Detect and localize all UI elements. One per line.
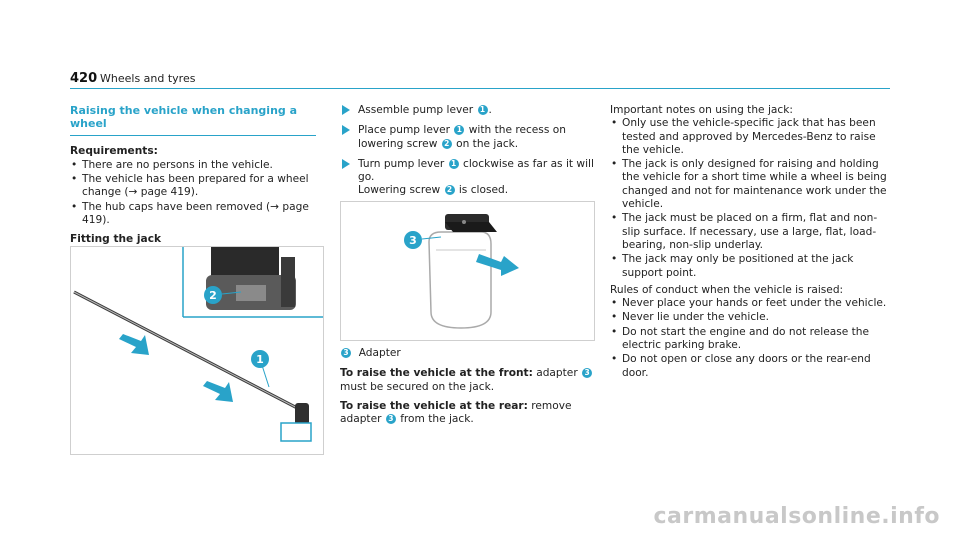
column-middle: Assemble pump lever 1. Place pump lever … [340, 104, 595, 198]
list-item: Never place your hands or feet under the… [610, 297, 890, 311]
requirements-label: Requirements: [70, 144, 158, 157]
step-arrow-icon [342, 105, 350, 115]
list-item: Do not start the engine and do not relea… [610, 326, 890, 353]
jack-diagram: 1 2 [73, 247, 323, 442]
step-1: Assemble pump lever 1. [340, 104, 595, 117]
column-right: Important notes on using the jack: Only … [610, 104, 890, 381]
jack-illustration: 1 2 [70, 246, 324, 455]
list-item: The hub caps have been removed (→ page 4… [70, 201, 320, 228]
list-item: There are no persons in the vehicle. [70, 159, 320, 173]
header-rule [70, 88, 890, 89]
step-2: Place pump lever 1 with the recess on lo… [340, 124, 595, 151]
rear-instruction: To raise the vehicle at the rear: remove… [340, 399, 572, 426]
legend-adapter: 3 Adapter [340, 347, 595, 360]
rules-list: Never place your hands or feet under the… [610, 297, 890, 380]
watermark-logo[interactable]: carmanualsonline.info [653, 504, 940, 529]
step-result: Lowering screw 2 is closed. [358, 184, 509, 197]
list-item: Do not open or close any doors or the re… [610, 353, 890, 380]
page-number: 420 [70, 71, 98, 86]
step-arrow-icon [342, 125, 350, 136]
notes-list: Only use the vehicle-specific jack that … [610, 117, 890, 280]
column-middle-lower: 3 Adapter To raise the vehicle at the fr… [340, 347, 595, 426]
callout-1 [251, 350, 269, 368]
callout-3-label: 3 [409, 234, 417, 247]
callout-2-label: 2 [209, 289, 217, 302]
requirements-list: There are no persons in the vehicle. The… [70, 159, 320, 227]
step-arrow-icon [342, 158, 350, 169]
notes-label: Important notes on using the jack: [610, 104, 793, 116]
section-name: Wheels and tyres [100, 72, 196, 85]
adapter-illustration: 3 [340, 201, 595, 341]
callout-3 [404, 231, 422, 249]
fitting-jack-label: Fitting the jack [70, 233, 162, 246]
list-item: Only use the vehicle-specific jack that … [610, 117, 890, 157]
callout-1-label: 1 [256, 353, 264, 366]
front-instruction: To raise the vehicle at the front: adapt… [340, 367, 595, 394]
list-item: The jack may only be positioned at the j… [610, 253, 890, 280]
list-item: Never lie under the vehicle. [610, 311, 890, 325]
rules-label: Rules of conduct when the vehicle is rai… [610, 283, 844, 296]
column-left: Raising the vehicle when changing a whee… [70, 104, 320, 248]
list-item: The jack must be placed on a firm, flat … [610, 212, 890, 252]
section-title: Raising the vehicle when changing a whee… [70, 104, 316, 136]
step-3: Turn pump lever 1 clockwise as far as it… [340, 158, 595, 198]
list-item: The jack is only designed for raising an… [610, 158, 890, 211]
adapter-diagram: 3 [404, 214, 519, 329]
list-item: The vehicle has been prepared for a whee… [70, 173, 320, 200]
callout-2 [204, 286, 222, 304]
